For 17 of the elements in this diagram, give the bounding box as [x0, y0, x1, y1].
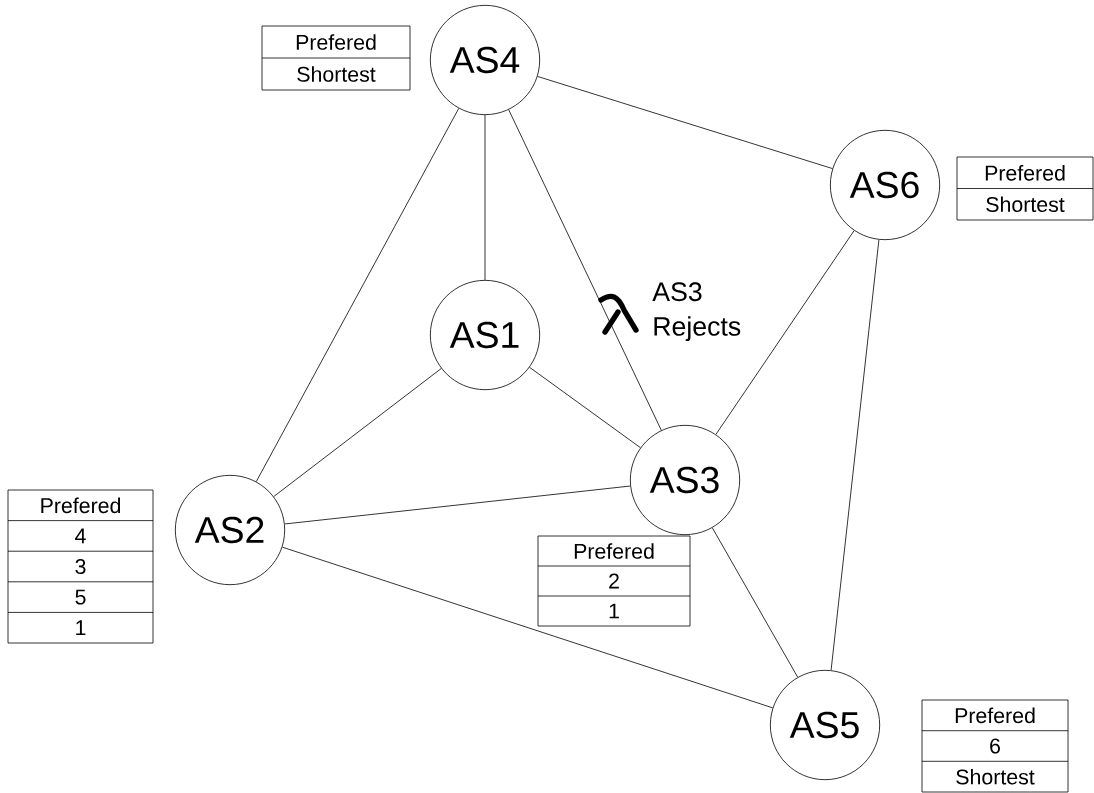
route-table: Prefered Shortest [956, 156, 1094, 221]
link-line [711, 527, 799, 678]
link-line [830, 239, 880, 671]
route-table: Prefered Shortest [261, 25, 411, 91]
link-line [273, 368, 442, 497]
link-line [715, 230, 855, 435]
link-line [255, 108, 460, 482]
link-line [537, 76, 833, 169]
link-line [281, 546, 774, 709]
link-line [529, 366, 641, 449]
link-line [484, 114, 486, 281]
route-table: Prefered 2 1 [537, 535, 691, 627]
route-table: Prefered 6 Shortest [921, 699, 1069, 793]
link-line [284, 485, 631, 525]
link-line [508, 109, 662, 431]
reject-note: AS3 Rejects [652, 282, 741, 342]
route-table: Prefered 4 3 5 1 [7, 489, 154, 644]
